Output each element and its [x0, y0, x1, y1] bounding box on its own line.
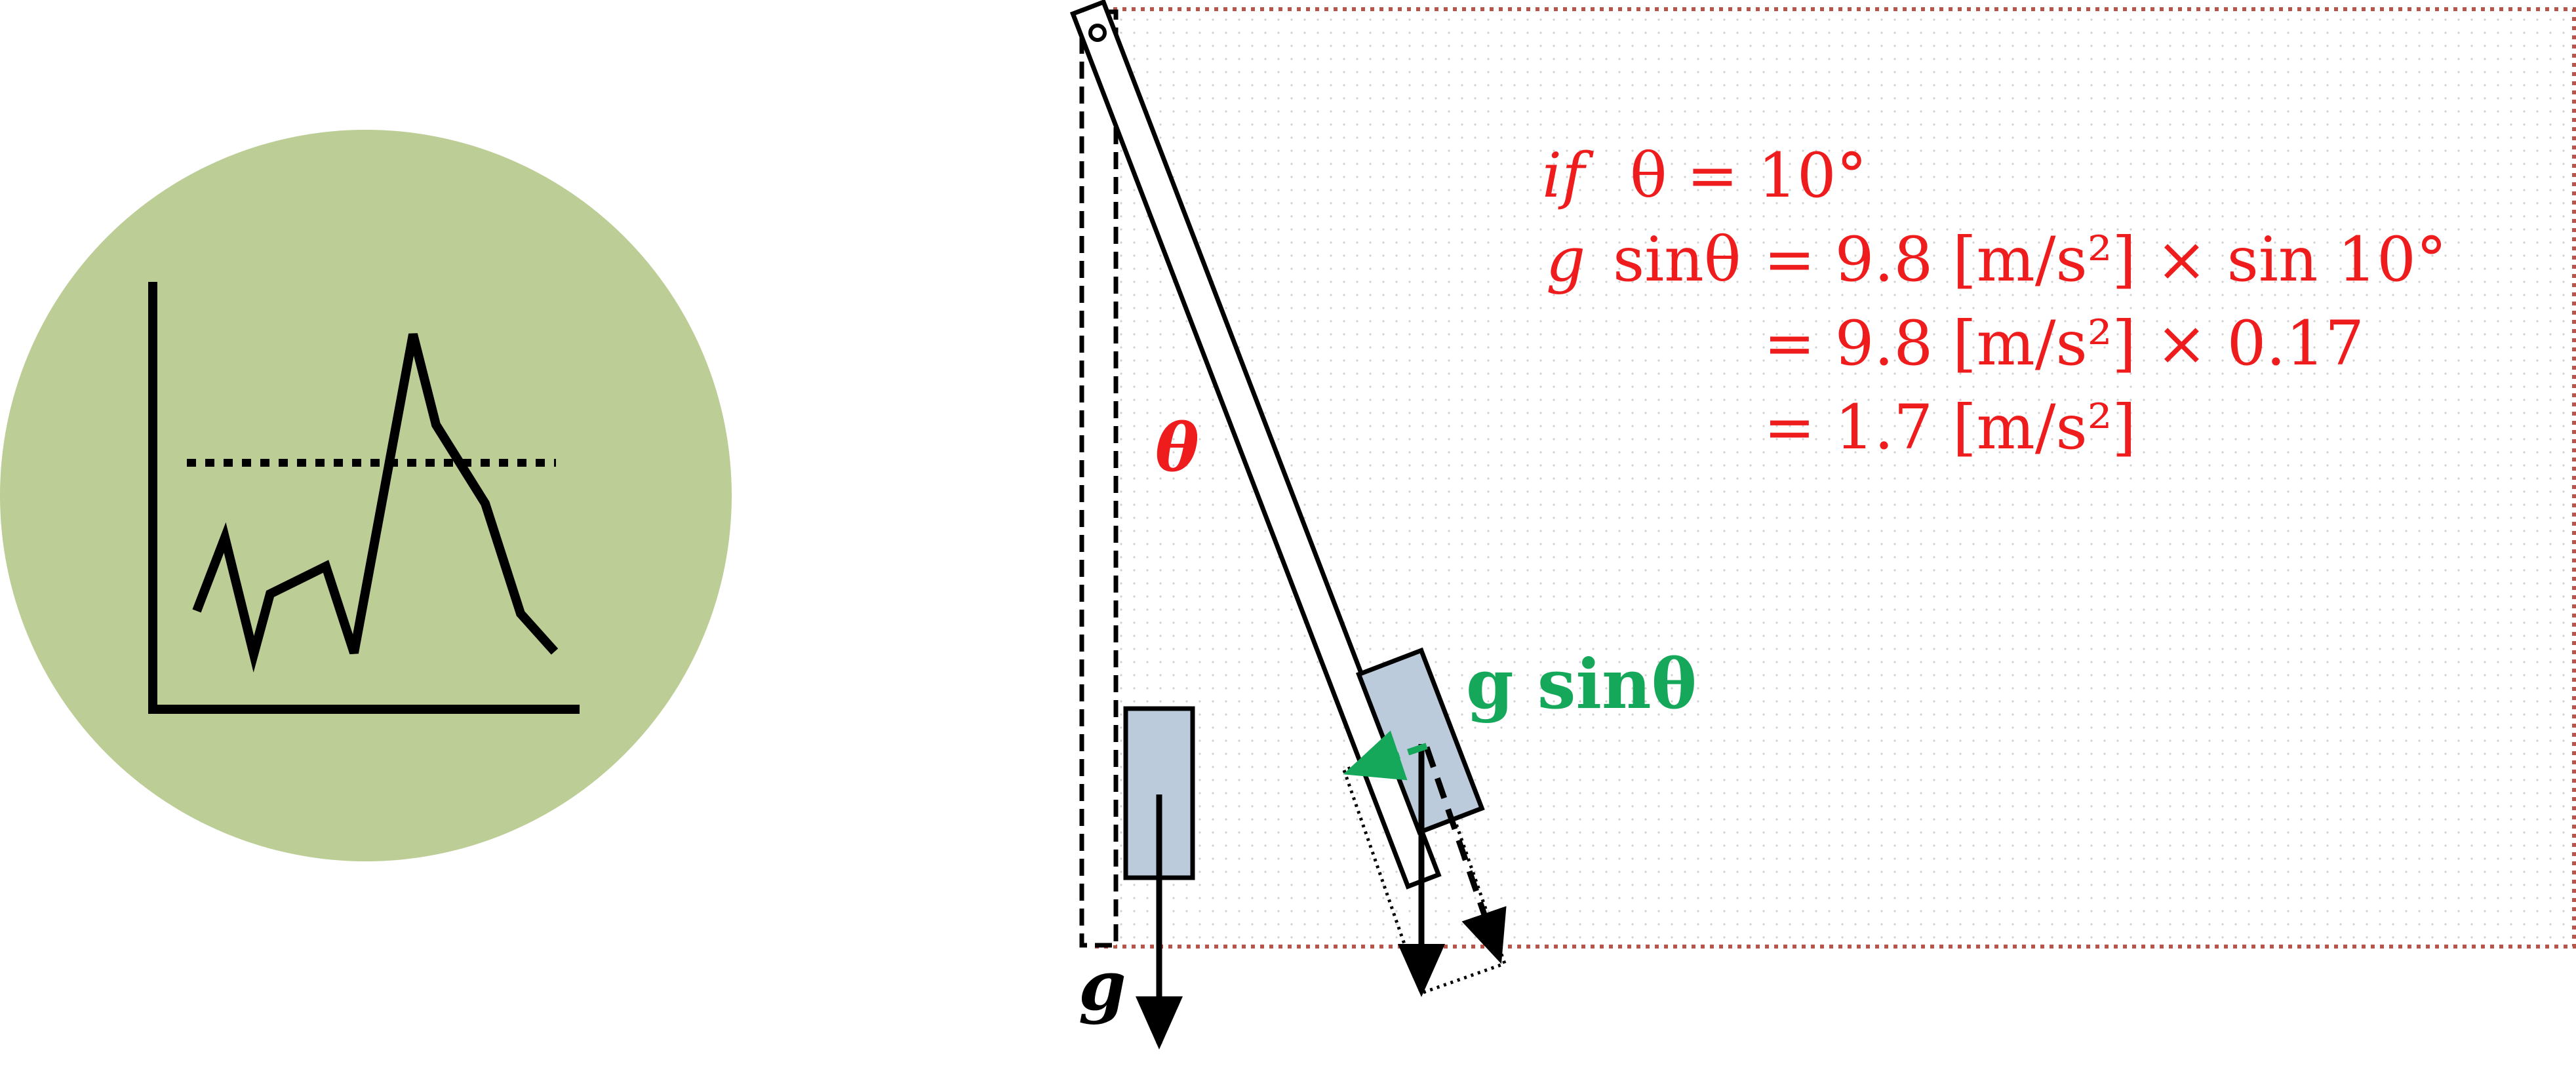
component-arrow-along-rod [1423, 746, 1507, 964]
line-chart-icon [0, 130, 732, 861]
formula-line-2: = 9.8 [m/s²] × sin 10° [1764, 224, 2447, 296]
panel-border [1093, 7, 2576, 949]
g-sin-theta-arrow [1343, 730, 1428, 781]
pivot-point [1088, 24, 1107, 42]
pendulum-panel: θ g g sinθ if θ = 10° g sinθ = 9.8 [m/s²… [1069, 0, 2576, 1049]
formula-line-4: = 1.7 [m/s²] [1764, 392, 2136, 463]
chart-axes [148, 282, 580, 714]
formula-block: if θ = 10° g sinθ = 9.8 [m/s²] × sin 10°… [1542, 140, 2447, 463]
theta-label: θ [1155, 409, 1199, 486]
icon-circle-background [0, 130, 732, 861]
formula-line-3: = 9.8 [m/s²] × 0.17 [1764, 308, 2364, 380]
chart-line-series [192, 333, 559, 673]
g-label: g [1079, 945, 1126, 1026]
formula-lhs-g: g [1546, 224, 1585, 296]
vertical-reference-rod [1079, 9, 1119, 948]
dotted-background [1095, 9, 2575, 947]
g-sin-theta-label: g sinθ [1466, 644, 1697, 724]
formula-theta-equals: θ = 10° [1630, 140, 1867, 212]
formula-lhs-sin: sinθ [1613, 224, 1741, 296]
